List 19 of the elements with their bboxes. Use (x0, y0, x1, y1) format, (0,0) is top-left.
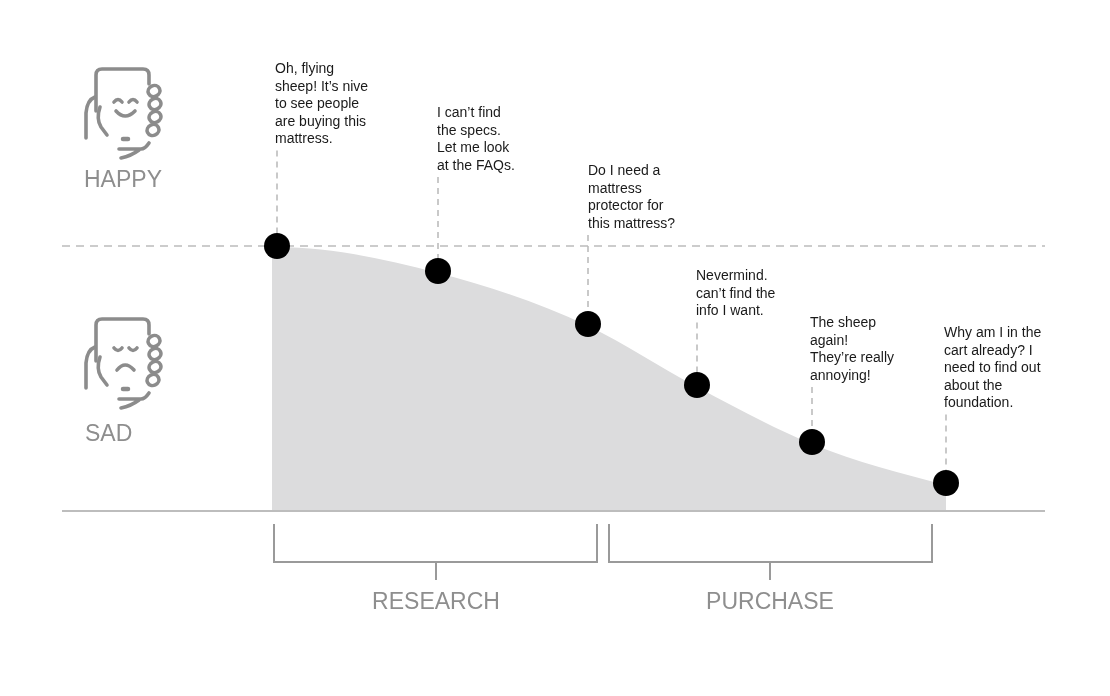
leader-line (696, 321, 698, 373)
mood-label: HAPPY (84, 168, 162, 191)
phase-label: PURCHASE (706, 590, 834, 613)
thought-text: Oh, flying sheep! It’s nive to see people are buying this mattress. (275, 60, 375, 148)
journey-point (684, 372, 710, 398)
journey-point (933, 470, 959, 496)
leader-line (276, 149, 278, 234)
phase-label: RESEARCH (372, 590, 500, 613)
thought-text: The sheep again! They’re really annoying! (810, 314, 896, 384)
thought-text: Nevermind. can’t find the info I want. (696, 267, 788, 320)
leader-line (437, 176, 439, 259)
journey-point (799, 429, 825, 455)
thought-text: Why am I in the cart already? I need to find out about the foundation. (944, 324, 1048, 412)
journey-point (425, 258, 451, 284)
mood-label: SAD (85, 422, 133, 445)
thought-text: Do I need a mattress protector for this mattress? (588, 162, 688, 232)
journey-point (575, 311, 601, 337)
thought-text: I can’t find the specs. Let me look at the FAQs. (437, 104, 523, 174)
journey-point (264, 233, 290, 259)
